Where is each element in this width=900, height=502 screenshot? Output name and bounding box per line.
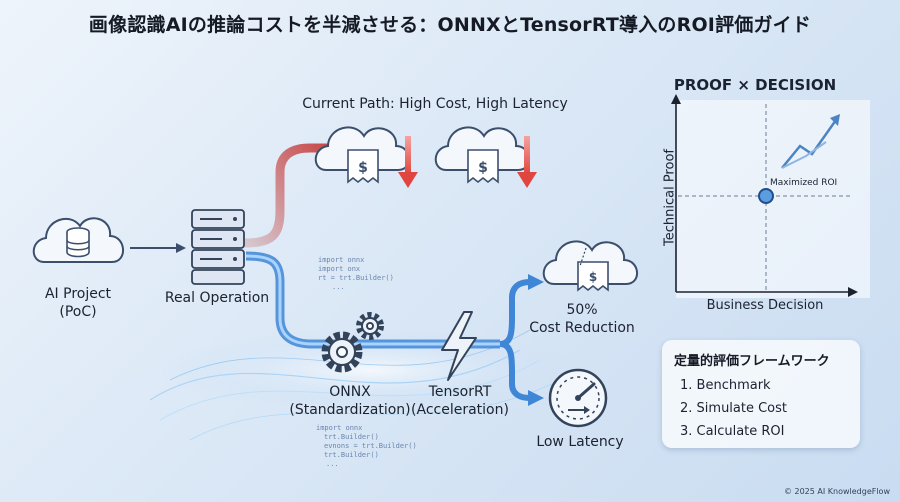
ai-project-title: AI Project	[44, 286, 112, 302]
onnx-label: ONNX (Standardization)	[288, 384, 412, 419]
cloud-savings-icon: $	[542, 240, 638, 292]
tensorrt-title: TensorRT	[428, 384, 492, 400]
cost-reduction-text: Cost Reduction	[529, 319, 635, 336]
real-operation-label: Real Operation	[164, 290, 270, 306]
light-streaks	[149, 329, 580, 441]
speedometer-icon	[548, 368, 608, 428]
code-line: trt.Builder()	[324, 451, 379, 460]
current-path-pipe	[241, 143, 335, 248]
code-snippet: import onnx trt.Builder() evnons = trt.B…	[316, 424, 417, 469]
cost-increase-arrow-icon	[398, 136, 418, 188]
maximized-roi-point	[758, 188, 774, 204]
low-latency-arrow	[499, 341, 531, 401]
code-line: ...	[326, 460, 339, 469]
code-line: import onnx	[318, 256, 365, 264]
cloud-cost-icon: $	[434, 126, 530, 184]
copyright-text: © 2025 AI KnowledgeFlow	[783, 487, 890, 496]
matrix-x-label: Business Decision	[706, 298, 824, 313]
tensorrt-subtitle: (Acceleration)	[411, 401, 509, 418]
code-snippet: import onnx import onx rt = trt.Builder(…	[318, 256, 394, 292]
svg-text:$: $	[589, 270, 597, 284]
lightning-icon	[441, 311, 477, 381]
cloud-database-icon	[32, 217, 124, 263]
matrix-title: PROOF × DECISION	[673, 76, 837, 94]
svg-text:$: $	[358, 160, 368, 176]
cost-increase-arrow-icon	[517, 136, 537, 188]
cost-reduction-value: 50%	[566, 302, 598, 318]
gears-icon	[321, 312, 384, 373]
ai-project-label: AI Project (PoC)	[28, 286, 128, 321]
framework-step: 2. Simulate Cost	[680, 401, 788, 416]
framework-step: 1. Benchmark	[680, 378, 771, 393]
matrix-y-label: Technical Proof	[662, 149, 678, 246]
cloud-cost-icon: $	[314, 126, 410, 184]
page-title: 画像認識AIの推論コストを半減させる：ONNXとTensorRT導入のROI評価…	[88, 14, 812, 36]
roi-trend-line	[781, 119, 838, 169]
code-line: ...	[332, 283, 345, 292]
code-line: import onx	[318, 265, 361, 274]
maximized-roi-label: Maximized ROI	[770, 178, 838, 188]
code-line: trt.Builder()	[324, 433, 379, 442]
code-line: import onnx	[316, 424, 363, 432]
svg-text:$: $	[478, 160, 488, 176]
cost-reduction-label: 50% Cost Reduction	[524, 302, 640, 337]
code-line: rt = trt.Builder()	[318, 274, 394, 283]
ai-project-subtitle: (PoC)	[59, 303, 97, 320]
onnx-subtitle: (Standardization)	[289, 401, 411, 418]
server-stack-icon	[191, 209, 245, 285]
framework-card: 定量的評価フレームワーク 1. Benchmark 2. Simulate Co…	[662, 340, 860, 448]
framework-title: 定量的評価フレームワーク	[674, 354, 830, 369]
proof-decision-matrix	[671, 94, 870, 298]
tensorrt-label: TensorRT (Acceleration)	[408, 384, 512, 419]
cost-reduction-arrow	[499, 279, 531, 347]
code-line: evnons = trt.Builder()	[324, 442, 417, 451]
onnx-title: ONNX	[329, 384, 371, 400]
low-latency-label: Low Latency	[536, 434, 624, 450]
current-path-label: Current Path: High Cost, High Latency	[302, 96, 568, 112]
framework-step: 3. Calculate ROI	[680, 424, 785, 439]
